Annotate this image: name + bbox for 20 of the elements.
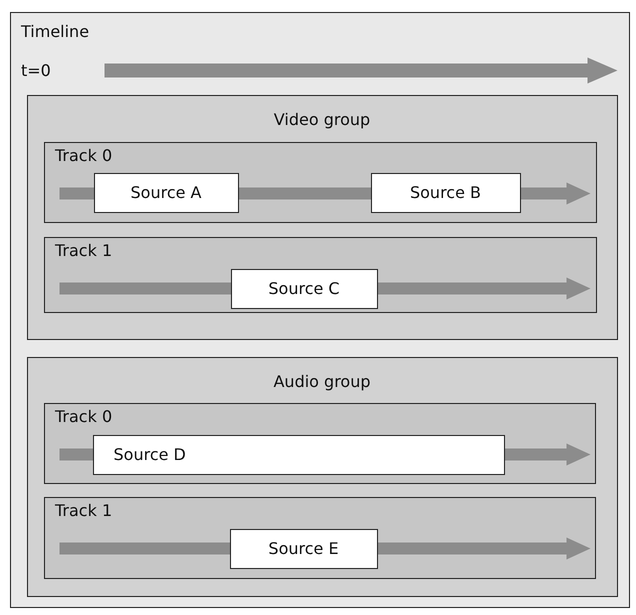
group-title: Audio group [273, 372, 371, 390]
source-box: Source D [92, 434, 504, 474]
track-panel [44, 142, 597, 223]
source-box: Source A [94, 172, 238, 212]
source-box: Source E [230, 528, 378, 568]
track-label: Track 1 [55, 501, 112, 520]
track-panel [44, 237, 597, 313]
track-panel [44, 403, 596, 484]
timeline-title: Timeline [21, 22, 90, 41]
source-box: Source B [370, 172, 520, 212]
time-zero-label: t=0 [21, 61, 51, 80]
source-box: Source C [230, 268, 378, 308]
track-panel [44, 497, 596, 579]
group-panel [26, 94, 618, 340]
timeline-panel [10, 12, 630, 608]
track-label: Track 0 [55, 407, 112, 426]
track-label: Track 1 [55, 241, 112, 260]
group-title: Video group [274, 110, 370, 128]
track-label: Track 0 [55, 146, 112, 165]
group-panel [26, 356, 618, 596]
